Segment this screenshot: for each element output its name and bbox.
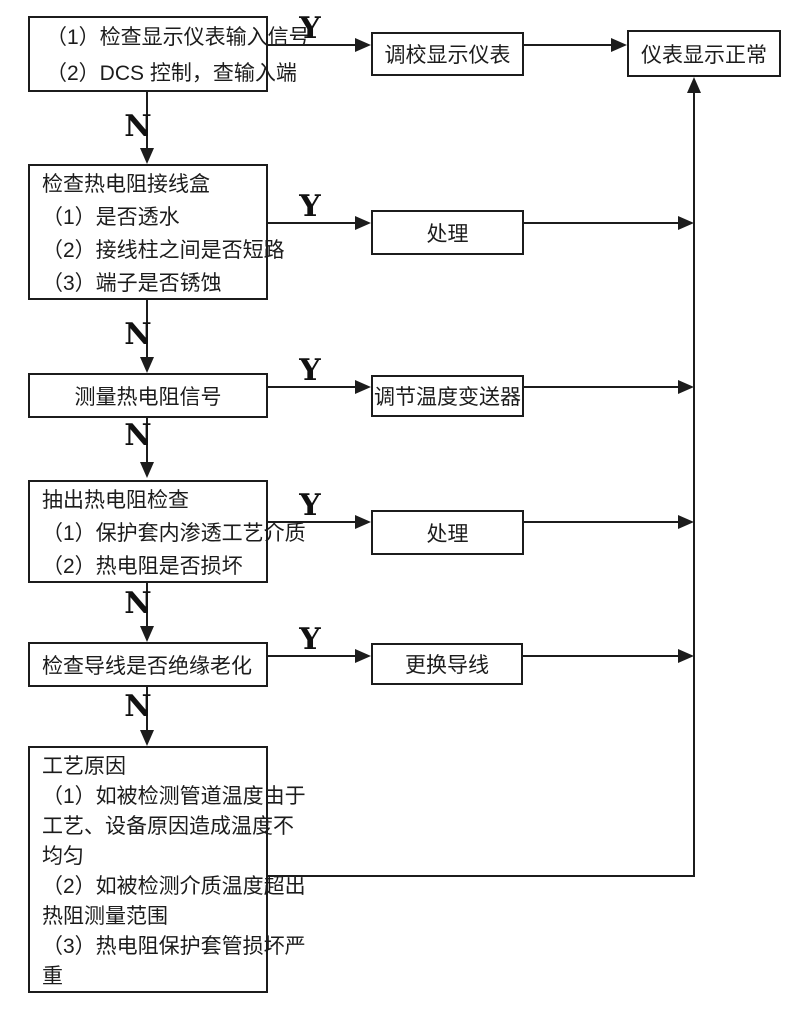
arrow-junction-to-handle1 — [268, 222, 356, 224]
yes-label-5: Y — [299, 622, 321, 657]
arrow-no-5-arrowhead — [140, 730, 154, 746]
node-handle-1: 处理 — [371, 210, 524, 255]
node-text-line: 抽出热电阻检查 — [42, 489, 189, 512]
arrow-measure-to-adjust-arrowhead — [355, 380, 371, 394]
arrow-measure-to-adjust — [268, 386, 356, 388]
arrow-handle1-to-spine — [524, 222, 679, 224]
yes-label-2: Y — [299, 189, 321, 224]
arrow-handle1-to-spine-arrowhead — [678, 216, 694, 230]
node-text-line: 工艺原因 — [42, 755, 126, 778]
arrow-no-1-arrowhead — [140, 148, 154, 164]
arrow-no-4-arrowhead — [140, 626, 154, 642]
arrow-extract-to-handle2-arrowhead — [355, 515, 371, 529]
node-text: 调节温度变送器 — [374, 386, 521, 409]
node-text-line: （1）是否透水 — [42, 206, 180, 229]
node-check-wire-aging: 检查导线是否绝缘老化 — [28, 642, 268, 687]
node-text-line: 检查热电阻接线盒 — [42, 173, 210, 196]
node-text-line: （3）热电阻保护套管损坏严 — [42, 935, 306, 958]
node-extract-check: 抽出热电阻检查 （1）保护套内渗透工艺介质 （2）热电阻是否损坏 — [28, 480, 306, 583]
yes-label-4: Y — [299, 488, 321, 523]
node-text: 检查导线是否绝缘老化 — [42, 654, 252, 678]
arrow-handle2-to-spine-arrowhead — [678, 515, 694, 529]
arrow-adjust-to-spine-arrowhead — [678, 380, 694, 394]
connector-cause-to-spine — [268, 875, 695, 877]
node-text-line: （2）热电阻是否损坏 — [42, 555, 243, 578]
node-text: 更换导线 — [405, 654, 489, 677]
node-text: 调校显示仪表 — [384, 44, 511, 67]
yes-label-3: Y — [299, 353, 321, 388]
no-label-5: N — [124, 689, 152, 724]
arrow-input-to-calibrate-arrowhead — [355, 38, 371, 52]
arrow-calibrate-to-normal-arrowhead — [611, 38, 627, 52]
node-text-line: 热阻测量范围 — [42, 905, 168, 928]
arrow-replace-to-spine — [523, 655, 679, 657]
arrow-no-4 — [146, 583, 148, 627]
node-text-line: （2）如被检测介质温度超出 — [42, 875, 306, 898]
arrow-adjust-to-spine — [524, 386, 679, 388]
node-text-line: （1）如被检测管道温度由于 — [42, 785, 306, 808]
arrow-no-2 — [146, 300, 148, 358]
no-label-1: N — [124, 109, 152, 144]
arrow-no-1 — [146, 92, 148, 149]
yes-label-1: Y — [299, 11, 321, 46]
node-text-line: 工艺、设备原因造成温度不 — [42, 815, 294, 838]
node-text-line: 重 — [42, 965, 63, 988]
node-text-line: （2）DCS 控制，查输入端 — [46, 62, 297, 85]
arrow-calibrate-to-normal — [524, 44, 612, 46]
arrow-no-2-arrowhead — [140, 357, 154, 373]
arrow-junction-to-handle1-arrowhead — [355, 216, 371, 230]
node-text: 测量热电阻信号 — [74, 385, 222, 409]
arrow-no-3 — [146, 418, 148, 463]
arrow-handle2-to-spine — [524, 521, 679, 523]
node-text: 处理 — [426, 522, 469, 546]
node-check-input-signal: （1）检查显示仪表输入信号 （2）DCS 控制，查输入端 — [28, 16, 310, 92]
no-label-2: N — [124, 317, 152, 352]
arrow-aging-to-replace-arrowhead — [355, 649, 371, 663]
arrow-no-3-arrowhead — [140, 462, 154, 478]
arrow-replace-to-spine-arrowhead — [678, 649, 694, 663]
spine-up-arrowhead — [687, 77, 701, 93]
node-text: 仪表显示正常 — [641, 43, 767, 67]
node-text-line: （2）接线柱之间是否短路 — [42, 239, 285, 262]
node-text-line: 均匀 — [42, 845, 84, 868]
arrow-extract-to-handle2 — [268, 521, 356, 523]
node-text-line: （1）检查显示仪表输入信号 — [46, 26, 310, 49]
node-text-line: （3）端子是否锈蚀 — [42, 272, 222, 295]
no-label-4: N — [124, 586, 152, 621]
node-check-junction-box: 检查热电阻接线盒 （1）是否透水 （2）接线柱之间是否短路 （3）端子是否锈蚀 — [28, 164, 285, 300]
node-adjust-transmitter: 调节温度变送器 — [371, 375, 524, 417]
node-measure-signal: 测量热电阻信号 — [28, 373, 268, 418]
node-calibrate-display: 调校显示仪表 — [371, 32, 524, 76]
node-handle-2: 处理 — [371, 510, 524, 555]
no-label-3: N — [124, 418, 152, 453]
spine-line-to-normal — [693, 91, 695, 877]
arrow-no-5 — [146, 687, 148, 731]
node-text: 处理 — [426, 222, 469, 246]
arrow-aging-to-replace — [268, 655, 356, 657]
node-display-normal: 仪表显示正常 — [627, 30, 781, 77]
node-process-cause: 工艺原因 （1）如被检测管道温度由于 工艺、设备原因造成温度不 均匀 （2）如被… — [28, 746, 306, 993]
node-text-line: （1）保护套内渗透工艺介质 — [42, 522, 306, 545]
node-replace-wire: 更换导线 — [371, 643, 523, 685]
arrow-input-to-calibrate — [268, 44, 356, 46]
